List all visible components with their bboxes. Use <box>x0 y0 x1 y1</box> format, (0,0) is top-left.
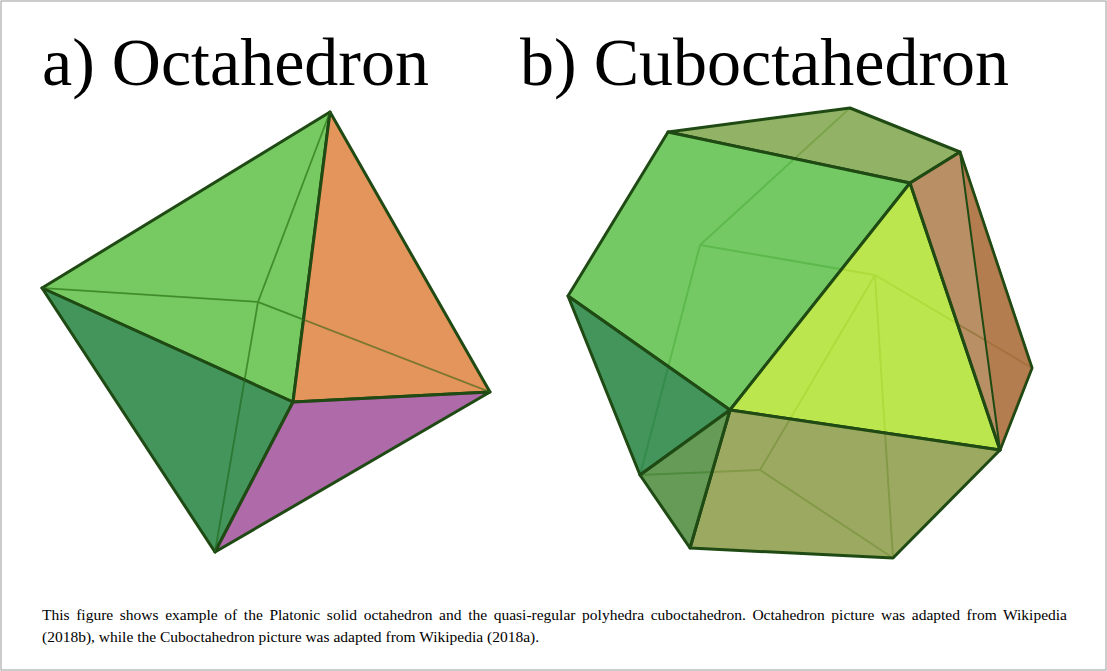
figure-caption: This figure shows example of the Platoni… <box>42 604 1067 648</box>
figure-title: a) Octahedron <box>42 28 429 96</box>
cuboctahedron <box>568 108 1032 558</box>
figure-title: b) Cuboctahedron <box>520 28 1009 96</box>
octahedron <box>42 112 490 552</box>
